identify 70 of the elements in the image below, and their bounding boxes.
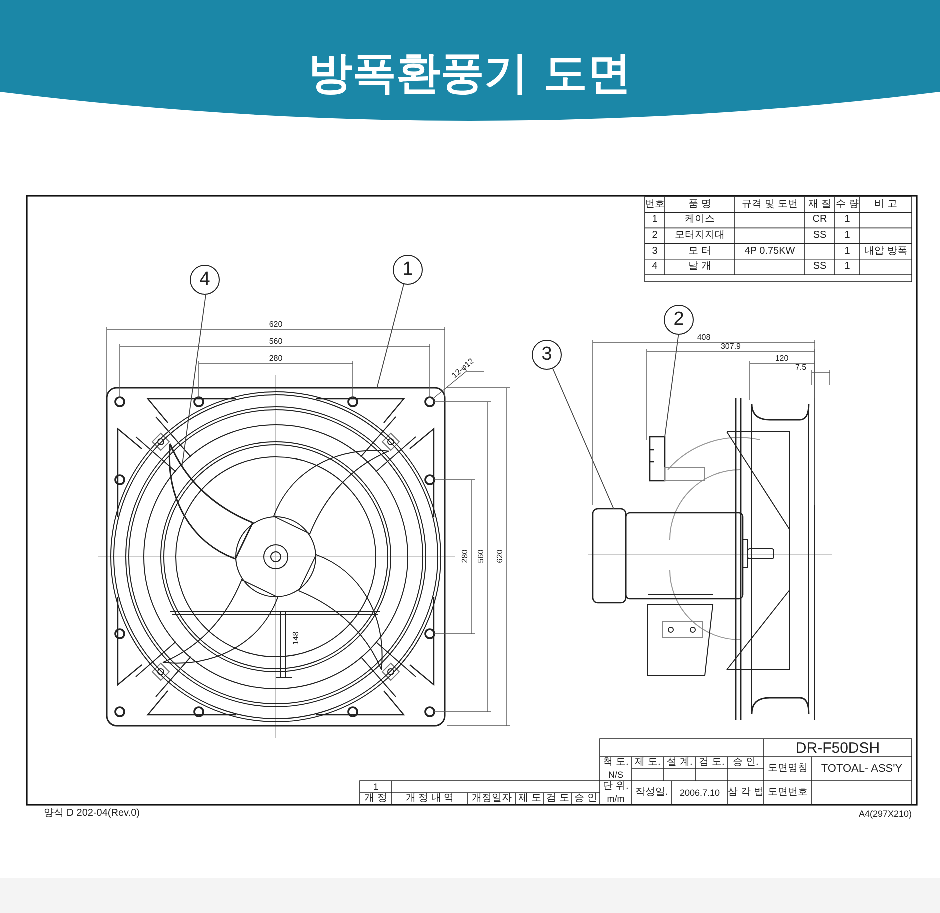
title-block-text: m/m (606, 793, 626, 805)
title-block-text: N/S (607, 769, 624, 781)
callout-number: 3 (532, 340, 562, 370)
part-name: 날 개 (688, 260, 712, 274)
dimension-value: 620 (268, 319, 284, 330)
leader-line (182, 294, 206, 467)
column-header: 번호 (645, 198, 665, 212)
motor-bracket (649, 436, 706, 482)
title-block-text: 개 정 (364, 793, 388, 805)
sheet-size: A4(297X210) (858, 808, 912, 820)
quantity: 1 (844, 228, 852, 243)
part-number: 1 (651, 213, 659, 228)
material: SS (812, 260, 828, 274)
specification: 4P 0.75KW (744, 244, 796, 259)
part-number: 2 (651, 228, 659, 243)
leader-line (552, 368, 614, 510)
leader-line (376, 284, 404, 388)
motor (592, 508, 744, 604)
callout-number: 2 (664, 305, 694, 335)
dimension-value: 280 (268, 353, 284, 364)
dimension-value: 7.5 (794, 362, 808, 373)
dimension-value: 560 (268, 336, 284, 347)
column-header: 품 명 (688, 198, 712, 212)
drawing-date: 2006.7.10 (678, 786, 722, 800)
dimension-value: 280 (460, 548, 470, 566)
leader-line (664, 334, 680, 438)
title-block-text: 개정일자 (471, 793, 513, 805)
projection-method: 삼 각 법 (728, 786, 764, 800)
title-block-text: 척 도. (602, 757, 630, 769)
page-title: 방폭환풍기 도면 (307, 47, 633, 101)
dimension-value: 307.9 (720, 341, 742, 352)
title-block-text: 단 위. (602, 781, 630, 793)
title-block-text: 도면명칭 (767, 762, 809, 776)
part-number: 3 (651, 244, 659, 259)
title-block-text: 제 도. (634, 757, 662, 769)
callout-number: 4 (190, 265, 220, 295)
part-name: 모 터 (688, 244, 712, 259)
quantity: 1 (844, 260, 852, 274)
part-number: 4 (651, 260, 659, 274)
title-block-text: 작성일. (634, 786, 670, 800)
remark: 내압 방폭 (864, 244, 908, 259)
callout-number: 1 (393, 255, 423, 285)
part-name: 모터지지대 (674, 228, 726, 243)
dimension-value: 148 (292, 630, 300, 648)
material: SS (812, 228, 828, 243)
title-block-text: 검 도. (698, 757, 726, 769)
title-block-text: 승 인. (732, 757, 760, 769)
column-header: 재 질 (808, 198, 832, 212)
column-header: 수 량 (835, 198, 860, 212)
title-block-text: 검 도 (546, 793, 570, 805)
fan-blade (168, 443, 254, 560)
column-header: 규격 및 도번 (741, 198, 799, 212)
title-block-text: 개 정 내 역 (404, 793, 456, 805)
dimension-value: 120 (774, 353, 790, 364)
form-number: 양식 D 202-04(Rev.0) (44, 808, 141, 820)
quantity: 1 (844, 244, 852, 259)
title-block-text: 설 계. (666, 757, 694, 769)
drawing-name: TOTOAL- ASS'Y (820, 762, 904, 776)
part-name: 케이스 (684, 213, 716, 228)
quantity: 1 (844, 213, 852, 228)
drawing-number: DR-F50DSH (794, 739, 882, 757)
dimension-value: 560 (476, 548, 486, 566)
title-block-text: 도면번호 (767, 786, 809, 800)
dimension-value: 620 (494, 548, 505, 566)
title-block-text: 제 도 (518, 793, 542, 805)
revision-number: 1 (372, 781, 380, 793)
dimension-value: 408 (696, 332, 712, 343)
title-block-text: 승 인 (574, 793, 598, 805)
column-header: 비 고 (874, 198, 898, 212)
material: CR (812, 213, 828, 228)
